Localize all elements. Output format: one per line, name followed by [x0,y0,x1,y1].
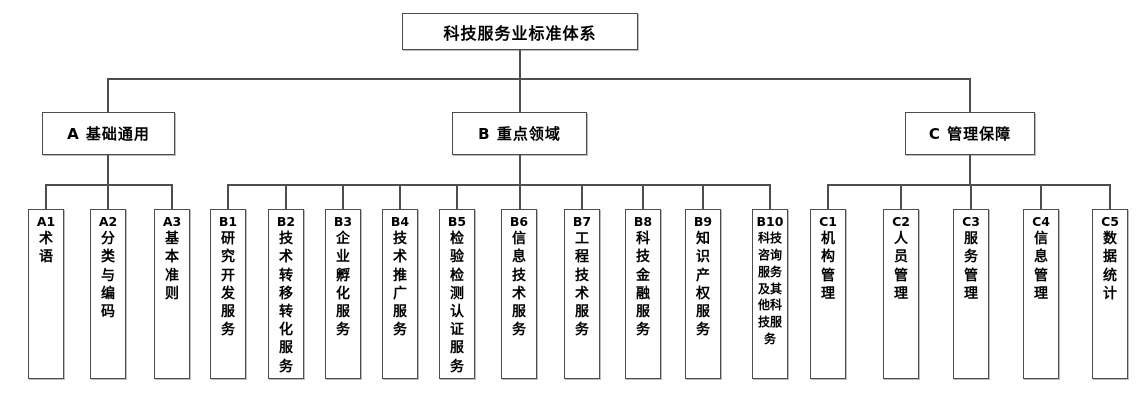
node-a3: A3 基本准则 [154,209,190,379]
connector-level1-rail [107,78,971,80]
node-c1-code: C1 [819,214,837,229]
node-a1-code: A1 [36,214,56,229]
node-c4-code: C4 [1032,214,1050,229]
connector-b6-drop [519,184,521,209]
node-b1: B1 研究开发服务 [210,209,246,379]
node-b3-code: B3 [333,214,353,229]
node-c4: C4 信息管理 [1023,209,1059,379]
node-b2: B2 技术转移转化服务 [268,209,304,379]
node-b9-label: 知识产权服务 [695,231,710,339]
node-c2-label: 人员管理 [893,231,908,302]
node-b10-label: 科技咨询服务及其他科技服务 [757,231,782,347]
connector-a-down [107,155,109,185]
node-b2-code: B2 [276,214,296,229]
node-a: A 基础通用 [42,112,175,155]
node-b10: B10 科技咨询服务及其他科技服务 [752,209,788,379]
connector-b10-drop [769,184,771,209]
connector-a3-drop [171,184,173,209]
connector-a-rail [45,184,172,186]
node-a1-label: 术语 [38,231,53,266]
node-b4: B4 技术推广服务 [382,209,418,379]
connector-c4-drop [1040,184,1042,209]
connector-b-rail [227,184,770,186]
connector-root-drop [519,50,521,79]
node-c4-label: 信息管理 [1033,231,1048,302]
node-b9-code: B9 [693,214,713,229]
node-a2-label: 分类与编码 [100,231,115,320]
node-b-label: B 重点领域 [478,125,561,143]
node-c3-code: C3 [962,214,980,229]
connector-b8-drop [642,184,644,209]
node-b7: B7 工程技术服务 [564,209,600,379]
node-b5-code: B5 [447,214,467,229]
node-c2: C2 人员管理 [883,209,919,379]
node-c1: C1 机构管理 [810,209,846,379]
node-b5-label: 检验检测认证服务 [449,231,464,375]
node-b1-code: B1 [218,214,238,229]
connector-a2-drop [107,184,109,209]
node-b6-code: B6 [509,214,529,229]
node-a3-label: 基本准则 [164,231,179,302]
connector-drop-c [969,78,971,112]
node-b10-code: B10 [756,214,784,229]
node-b1-label: 研究开发服务 [220,231,235,339]
connector-c-rail [827,184,1110,186]
node-a1: A1 术语 [28,209,64,379]
node-root-label: 科技服务业标准体系 [443,23,597,43]
node-b: B 重点领域 [452,112,587,155]
node-a3-code: A3 [162,214,182,229]
node-c5-code: C5 [1101,214,1119,229]
node-c3-label: 服务管理 [963,231,978,302]
connector-b5-drop [456,184,458,209]
node-b6: B6 信息技术服务 [501,209,537,379]
connector-drop-a [107,78,109,112]
node-root: 科技服务业标准体系 [402,13,638,50]
node-c-label: C 管理保障 [928,125,1012,143]
node-b7-code: B7 [572,214,592,229]
connector-b7-drop [581,184,583,209]
node-b5: B5 检验检测认证服务 [439,209,475,379]
node-c: C 管理保障 [905,112,1035,155]
node-b7-label: 工程技术服务 [574,231,589,339]
connector-b3-drop [342,184,344,209]
node-b8-label: 科技金融服务 [635,231,650,339]
node-b3-label: 企业孵化服务 [335,231,350,339]
node-b9: B9 知识产权服务 [685,209,721,379]
connector-c-down [969,155,971,185]
node-c5: C5 数据统计 [1092,209,1128,379]
connector-b1-drop [227,184,229,209]
node-b3: B3 企业孵化服务 [325,209,361,379]
connector-b4-drop [399,184,401,209]
node-a2-code: A2 [98,214,118,229]
node-a2: A2 分类与编码 [90,209,126,379]
connector-c1-drop [827,184,829,209]
node-c1-label: 机构管理 [820,231,835,302]
connector-c3-drop [970,184,972,209]
node-b6-label: 信息技术服务 [511,231,526,339]
node-b4-code: B4 [390,214,410,229]
node-b8-code: B8 [633,214,653,229]
node-b2-label: 技术转移转化服务 [278,231,293,375]
connector-a1-drop [45,184,47,209]
connector-c5-drop [1109,184,1111,209]
connector-c2-drop [900,184,902,209]
connector-b2-drop [285,184,287,209]
node-a-label: A 基础通用 [67,125,150,143]
node-c3: C3 服务管理 [953,209,989,379]
connector-b-down [519,155,521,185]
connector-drop-b [519,78,521,112]
node-b4-label: 技术推广服务 [392,231,407,339]
node-c5-label: 数据统计 [1102,231,1117,302]
node-c2-code: C2 [892,214,910,229]
node-b8: B8 科技金融服务 [625,209,661,379]
connector-b9-drop [702,184,704,209]
